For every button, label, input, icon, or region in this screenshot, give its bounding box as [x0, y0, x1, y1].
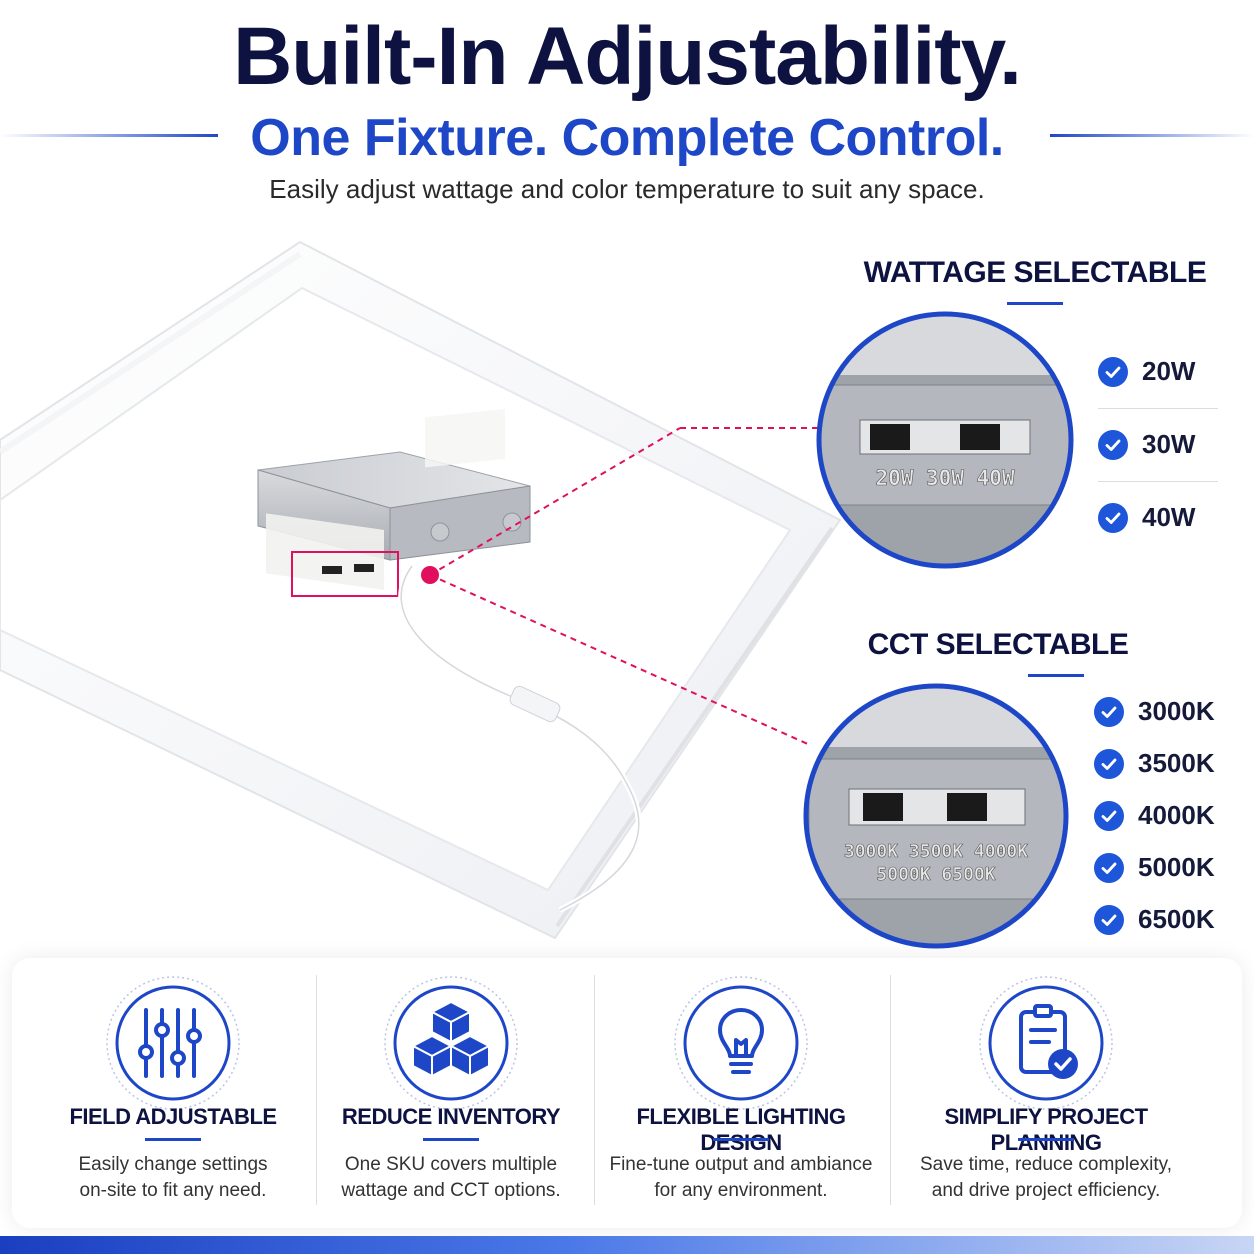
page-subheadline: One Fixture. Complete Control.	[250, 109, 1004, 167]
cable-connector	[509, 685, 561, 723]
wattage-option-label: 20W	[1142, 356, 1196, 386]
cct-option-3000k: 3000K	[1094, 696, 1215, 727]
left-rule	[0, 134, 218, 137]
lightbulb-icon	[674, 976, 808, 1110]
wattage-option-20w: 20W	[1098, 356, 1195, 387]
cct-option-5000k: 5000K	[1094, 852, 1215, 883]
cct-option-label: 3500K	[1138, 748, 1215, 778]
cct-option-label: 5000K	[1138, 852, 1215, 882]
cct-section-title: CCT SELECTABLE	[867, 628, 1129, 661]
check-icon	[1094, 748, 1124, 779]
bottom-accent-bar	[0, 1236, 1254, 1254]
feature-separator	[890, 975, 891, 1205]
cct-option-label: 6500K	[1138, 904, 1215, 934]
feature-title-underline	[1018, 1138, 1074, 1141]
feature-separator	[594, 975, 595, 1205]
feature-description-line: wattage and CCT options.	[341, 1180, 561, 1201]
feature-description-line: Save time, reduce complexity,	[919, 1154, 1173, 1175]
check-icon	[1098, 502, 1128, 533]
feature-description: Easily change settings on-site to fit an…	[28, 1152, 318, 1204]
cct-option-3500k: 3500K	[1094, 748, 1215, 779]
product-illustration	[0, 240, 842, 940]
cct-option-4000k: 4000K	[1094, 800, 1215, 831]
wattage-option-label: 40W	[1142, 502, 1196, 532]
check-icon	[1094, 800, 1124, 831]
check-icon	[1094, 904, 1124, 935]
feature-title: FLEXIBLE LIGHTING DESIGN	[636, 1104, 846, 1155]
feature-description-line: and drive project efficiency.	[931, 1180, 1161, 1201]
feature-title-underline	[145, 1138, 201, 1141]
feature-description-line: Fine-tune output and ambiance	[609, 1154, 873, 1175]
page-tagline: Easily adjust wattage and color temperat…	[269, 174, 985, 204]
clipboard-check-icon	[979, 976, 1113, 1110]
wattage-option-label: 30W	[1142, 429, 1196, 459]
feature-title: REDUCE INVENTORY	[341, 1104, 561, 1129]
feature-title: FIELD ADJUSTABLE	[69, 1104, 277, 1129]
feature-description-line: on-site to fit any need.	[79, 1180, 267, 1201]
wattage-option-40w: 40W	[1098, 502, 1195, 533]
feature-title: SIMPLIFY PROJECT PLANNING	[944, 1104, 1148, 1155]
panel-frame	[0, 240, 842, 940]
wattage-title-underline	[1007, 302, 1063, 305]
feature-title-underline	[713, 1138, 769, 1141]
wattage-section-title: WATTAGE SELECTABLE	[863, 256, 1207, 289]
cct-switch-label-line1: 3000K 3500K 4000K	[844, 841, 1028, 862]
option-divider	[1098, 408, 1218, 409]
feature-title-underline	[423, 1138, 479, 1141]
wattage-zoom-circle: 20W 30W 40W	[816, 311, 1074, 569]
driver-box	[257, 408, 531, 590]
feature-reduce-inventory: REDUCE INVENTORY One SKU covers multiple…	[306, 968, 596, 1228]
wattage-switch-label: 20W 30W 40W	[875, 466, 1014, 490]
option-divider	[1098, 481, 1218, 482]
cct-option-label: 4000K	[1138, 800, 1215, 830]
check-icon	[1094, 696, 1124, 727]
feature-simplify-planning: SIMPLIFY PROJECT PLANNING Save time, red…	[896, 968, 1196, 1228]
cct-zoom-circle: 3000K 3500K 4000K 5000K 6500K	[803, 683, 1069, 949]
feature-separator	[316, 975, 317, 1205]
check-icon	[1098, 429, 1128, 460]
check-icon	[1094, 852, 1124, 883]
feature-description: One SKU covers multiple wattage and CCT …	[306, 1152, 596, 1204]
feature-description-line: One SKU covers multiple	[344, 1154, 558, 1175]
cubes-icon	[384, 976, 518, 1110]
page-headline: Built-In Adjustability.	[233, 11, 1022, 102]
cct-switch-label-line2: 5000K 6500K	[876, 864, 995, 885]
feature-field-adjustable: FIELD ADJUSTABLE Easily change settings …	[28, 968, 318, 1228]
feature-description-line: for any environment.	[654, 1180, 828, 1201]
switch-highlight-box	[291, 551, 399, 597]
feature-description: Save time, reduce complexity, and drive …	[896, 1152, 1196, 1204]
cct-option-6500k: 6500K	[1094, 904, 1215, 935]
cct-option-label: 3000K	[1138, 696, 1215, 726]
wattage-option-30w: 30W	[1098, 429, 1195, 460]
cct-title-underline	[1028, 674, 1084, 677]
right-rule	[1050, 134, 1254, 137]
feature-description: Fine-tune output and ambiance for any en…	[596, 1152, 886, 1204]
subheadline-row: One Fixture. Complete Control.	[0, 108, 1254, 170]
sliders-icon	[106, 976, 240, 1110]
feature-description-line: Easily change settings	[78, 1154, 268, 1175]
feature-flexible-lighting: FLEXIBLE LIGHTING DESIGN Fine-tune outpu…	[596, 968, 886, 1228]
check-icon	[1098, 356, 1128, 387]
